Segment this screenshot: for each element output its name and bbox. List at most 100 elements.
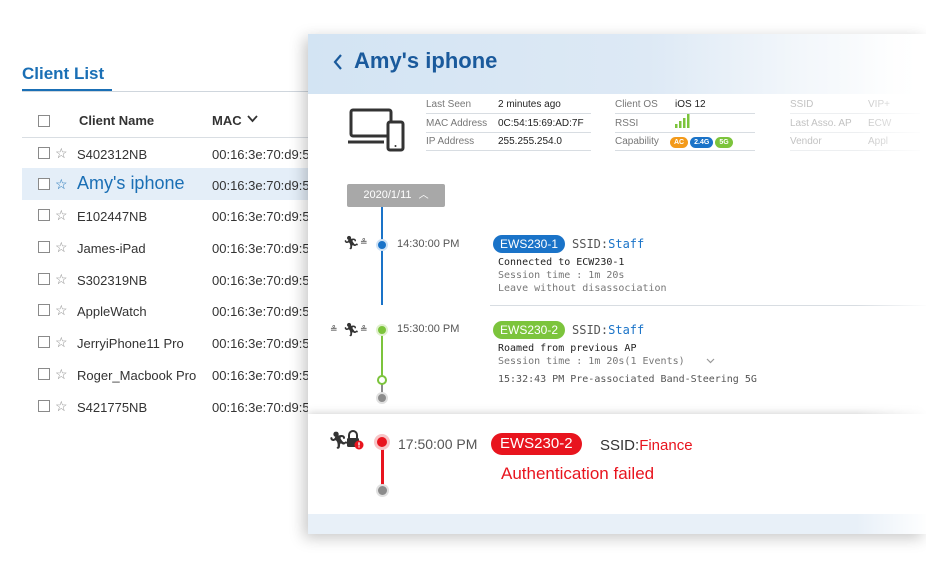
capability-badge-5g: 5G [715, 137, 733, 148]
mac-column-header[interactable]: MAC [212, 113, 242, 128]
event-time: 15:30:00 PM [397, 323, 460, 335]
capability-label: Capability [615, 136, 659, 147]
client-list-divider [22, 91, 312, 92]
table-row[interactable]: ☆ AppleWatch 00:16:3e:70:d9:5 [22, 295, 312, 327]
access-point-icon: ≗ [330, 324, 338, 334]
ssid-label: SSID [790, 99, 814, 110]
select-all-checkbox[interactable] [38, 115, 50, 127]
info-divider [615, 132, 755, 133]
row-checkbox[interactable] [38, 178, 50, 190]
client-name[interactable]: AppleWatch [77, 304, 147, 319]
laptop-phone-device-icon [348, 106, 406, 159]
panel-title: Amy's iphone [354, 48, 498, 73]
ip-address-label: IP Address [426, 136, 475, 147]
timeline-date: 2020/1/11 [363, 189, 412, 201]
event-time: 14:30:00 PM [397, 238, 460, 250]
timeline-node-hollow[interactable] [377, 375, 387, 385]
back-arrow-icon[interactable] [332, 48, 344, 78]
ssid-name: Staff [608, 237, 645, 251]
auth-failed-message: Authentication failed [501, 464, 655, 483]
sort-chevron-down-icon[interactable] [246, 112, 259, 128]
client-mac: 00:16:3e:70:d9:5 [212, 273, 308, 288]
table-row[interactable]: ☆ S421775NB 00:16:3e:70:d9:5 [22, 391, 312, 423]
table-row[interactable]: ☆ E102447NB 00:16:3e:70:d9:5 [22, 200, 312, 232]
timeline-node-red[interactable] [374, 434, 390, 450]
row-checkbox[interactable] [38, 241, 50, 253]
timeline-line-grey [381, 384, 383, 394]
client-name[interactable]: Amy's iphone [77, 173, 185, 193]
row-checkbox[interactable] [38, 368, 50, 380]
star-icon[interactable]: ☆ [55, 207, 68, 223]
star-icon[interactable]: ☆ [55, 366, 68, 382]
row-checkbox[interactable] [38, 336, 50, 348]
client-name[interactable]: S302319NB [77, 273, 148, 288]
client-name[interactable]: James-iPad [77, 241, 146, 256]
ap-tag[interactable]: EWS230-2 [493, 321, 566, 339]
vendor-label: Vendor [790, 136, 822, 147]
star-icon[interactable]: ☆ [55, 302, 68, 318]
client-name[interactable]: E102447NB [77, 209, 148, 224]
star-icon[interactable]: ☆ [55, 271, 68, 287]
client-name[interactable]: JerryiPhone11 Pro [77, 336, 184, 351]
info-divider [790, 132, 920, 133]
client-detail-panel: Amy's iphone Last Seen 2 minutes ago MAC… [308, 34, 926, 534]
row-checkbox[interactable] [38, 400, 50, 412]
ip-address-value: 255.255.254.0 [498, 136, 562, 147]
event-detail: 15:32:43 PM Pre-associated Band-Steering… [498, 374, 757, 385]
vendor-value: Appl [868, 136, 889, 147]
rssi-label: RSSI [615, 118, 639, 129]
expand-chevron-down-icon[interactable] [706, 356, 715, 368]
star-icon[interactable]: ☆ [55, 145, 68, 161]
star-icon[interactable]: ☆ [55, 334, 68, 350]
timeline-date-pill[interactable]: 2020/1/11 ︿ [347, 184, 445, 207]
star-icon[interactable]: ☆ [55, 239, 68, 255]
row-checkbox[interactable] [38, 209, 50, 221]
mac-address-value: 0C:54:15:69:AD:7F [498, 118, 584, 129]
star-icon[interactable]: ☆ [55, 398, 68, 414]
client-mac: 00:16:3e:70:d9:5 [212, 368, 308, 383]
client-name[interactable]: Roger_Macbook Pro [77, 368, 197, 383]
timeline-node-blue[interactable] [376, 239, 388, 251]
row-checkbox[interactable] [38, 304, 50, 316]
table-row[interactable]: ☆ JerryiPhone11 Pro 00:16:3e:70:d9:5 [22, 327, 312, 359]
client-name[interactable]: S421775NB [77, 400, 148, 415]
table-row[interactable]: ☆ S302319NB 00:16:3e:70:d9:5 [22, 264, 312, 296]
table-row[interactable]: ☆ Roger_Macbook Pro 00:16:3e:70:d9:5 [22, 359, 312, 391]
ssid-name: Finance [639, 437, 693, 454]
last-asso-ap-value: ECW [868, 118, 892, 129]
access-point-icon: ≗ [360, 237, 368, 247]
ssid-prefix: SSID: [600, 437, 640, 454]
row-checkbox[interactable] [38, 273, 50, 285]
event-time: 17:50:00 PM [398, 436, 478, 452]
table-row-selected[interactable]: ☆ Amy's iphone 00:16:3e:70:d9:5 [22, 168, 312, 200]
info-divider [790, 150, 920, 151]
timeline-node-green[interactable] [376, 324, 388, 336]
info-divider [426, 150, 591, 151]
last-seen-value: 2 minutes ago [498, 99, 561, 110]
ap-tag[interactable]: EWS230-1 [493, 235, 566, 253]
mac-address-label: MAC Address [426, 118, 488, 129]
timeline-line-red [381, 444, 384, 488]
chevron-up-icon: ︿ [418, 190, 429, 201]
info-divider [615, 113, 755, 114]
info-divider [615, 150, 755, 151]
ssid-name: Staff [608, 323, 645, 337]
table-row[interactable]: ☆ James-iPad 00:16:3e:70:d9:5 [22, 232, 312, 264]
ap-tag[interactable]: EWS230-2 [491, 433, 582, 455]
table-row[interactable]: ☆ S402312NB 00:16:3e:70:d9:5 [22, 138, 312, 170]
last-seen-row: Last Seen [426, 99, 471, 110]
client-name[interactable]: S402312NB [77, 147, 148, 162]
walking-person-icon: 🏃︎ [343, 322, 360, 337]
client-name-column-header[interactable]: Client Name [79, 113, 155, 128]
row-checkbox[interactable] [38, 147, 50, 159]
client-mac: 00:16:3e:70:d9:5 [212, 400, 308, 415]
info-divider [790, 113, 920, 114]
event-detail: Roamed from previous AP [498, 343, 637, 354]
client-mac: 00:16:3e:70:d9:5 [212, 178, 308, 193]
last-seen-label: Last Seen [426, 99, 472, 110]
ssid-value: VIP+ [868, 99, 890, 110]
ssid-prefix: SSID: [572, 323, 609, 337]
walking-person-icon: 🏃︎ [343, 235, 360, 250]
star-icon[interactable]: ☆ [55, 176, 68, 192]
